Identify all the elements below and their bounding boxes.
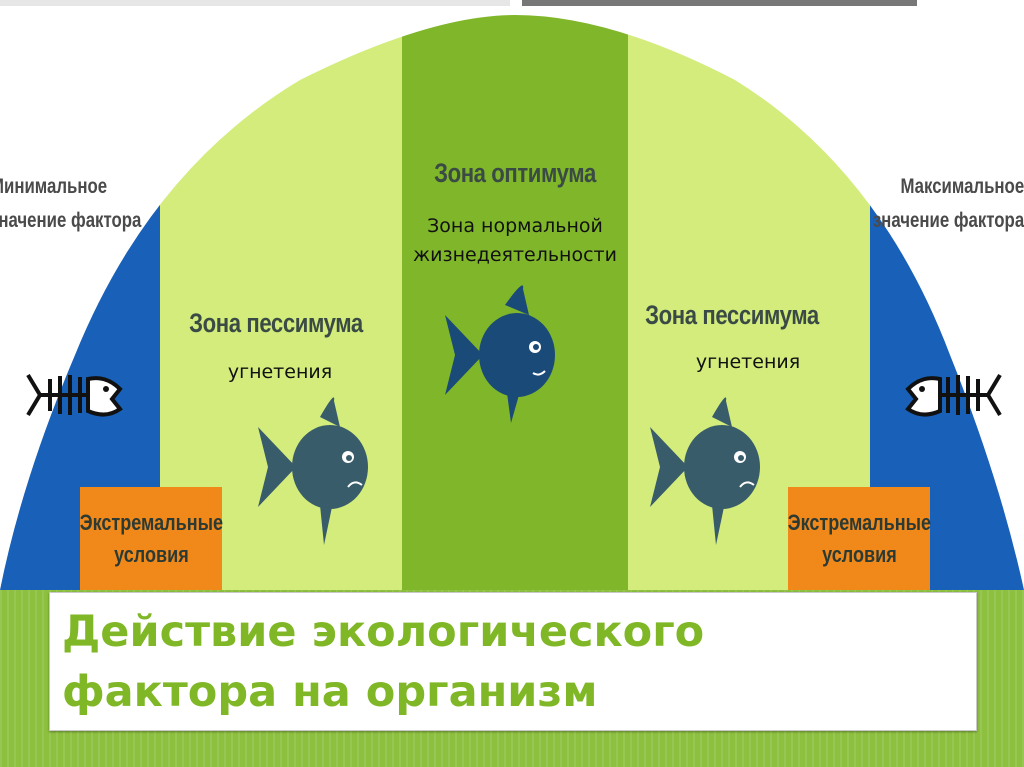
pessimum-zone-right-title: Зона пессимума	[645, 300, 819, 330]
extreme-conditions-right-line2: условия	[821, 541, 897, 567]
slide-title-line1: Действие экологического	[62, 607, 705, 657]
extreme-conditions-left-line1: Экстремальные	[79, 509, 223, 535]
suppression-note-left: угнетения	[227, 361, 333, 383]
top-bar-left	[0, 0, 510, 6]
max-factor-label-line1: Максимальное	[900, 175, 1024, 198]
fish-skeleton-icon	[905, 373, 1002, 417]
extreme-conditions-left-line2: условия	[113, 541, 189, 567]
extreme-conditions-right-line1: Экстремальные	[787, 509, 931, 535]
suppression-note-right: угнетения	[695, 351, 801, 373]
fish-icon	[650, 397, 760, 545]
min-factor-label-line2: значение фактора	[0, 209, 142, 232]
slide-title-box	[49, 592, 977, 731]
slide-title-line2: фактора на организм	[62, 667, 598, 717]
extreme-conditions-right: Экстремальные условия	[787, 487, 931, 590]
fish-skeleton-icon	[26, 373, 123, 417]
pessimum-zone-left-title: Зона пессимума	[189, 308, 363, 338]
top-bar-right	[522, 0, 917, 6]
fish-icon	[445, 285, 555, 423]
min-factor-label: Минимальное значение фактора	[0, 170, 141, 238]
normal-activity-note-line1: Зона нормальной	[427, 215, 603, 237]
max-factor-label-line2: значение фактора	[872, 209, 1024, 232]
extreme-conditions-left: Экстремальные условия	[79, 487, 223, 590]
normal-activity-note-line2: жизнедеятельности	[413, 244, 617, 266]
optimum-zone-title: Зона оптимума	[434, 158, 596, 188]
min-factor-label-line1: Минимальное	[0, 175, 108, 198]
fish-icon	[258, 397, 368, 545]
normal-activity-note: Зона нормальной жизнедеятельности	[392, 212, 638, 270]
max-factor-label: Максимальное значение фактора	[873, 170, 1024, 238]
